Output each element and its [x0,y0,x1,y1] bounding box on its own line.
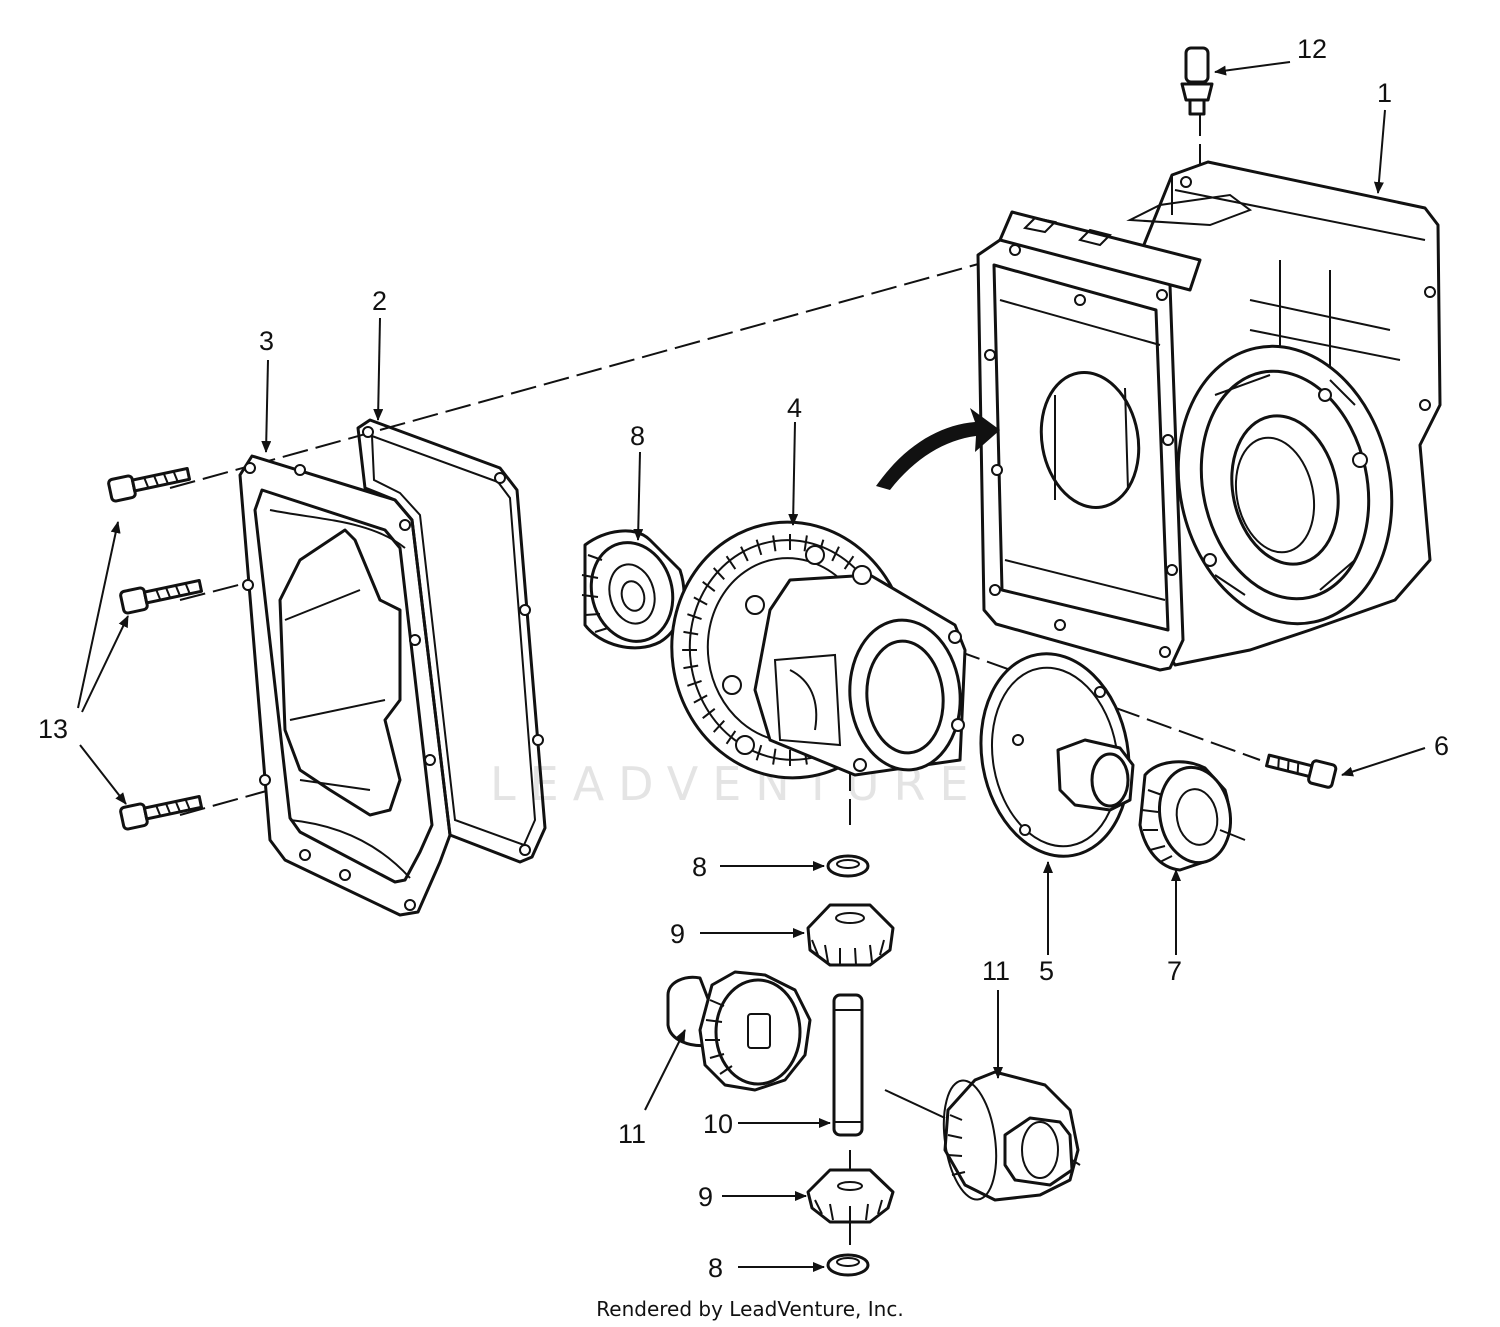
gear-tooth [755,744,763,761]
gear-tooth [843,555,855,570]
gear-tooth [683,664,699,670]
cover-plate [238,454,452,917]
gear-tooth [687,613,702,621]
bearing-right [1138,760,1246,872]
gear-tooth [702,707,716,719]
callout-2: 2 [372,286,387,316]
callout-11-right: 11 [982,956,1010,986]
render-credit: Rendered by LeadVenture, Inc. [596,1297,903,1321]
bolt-bottom [119,794,203,831]
callout-labels: 1 2 3 4 8 12 6 5 7 8 9 11 11 10 9 8 13 [38,34,1449,1283]
gear-tooth [683,630,699,636]
gear-tooth [740,546,749,562]
pinion-gear-top [806,903,895,967]
pinion-gear-bottom [806,1150,895,1245]
callout-6: 6 [1434,731,1449,761]
gear-tooth [725,555,737,570]
gear-tooth [712,720,725,733]
callout-8-middle: 8 [692,852,707,882]
snap-ring-bottom [826,1253,870,1277]
gear-tooth [712,567,725,580]
bolt-top [107,466,191,503]
snap-ring-middle [826,854,870,878]
vent-plug [1180,46,1214,116]
cross-pin [832,993,864,1137]
gear-tooth [693,694,708,704]
callout-8-top: 8 [630,421,645,451]
differential-cover [979,652,1135,858]
gear-tooth [772,535,777,552]
side-gear-left [666,970,812,1092]
callout-10: 10 [703,1109,733,1139]
bolts [107,466,203,831]
callout-9-top: 9 [670,919,685,949]
gear-tooth [693,596,708,606]
gear-tooth [755,539,763,556]
callout-7: 7 [1167,956,1182,986]
bolt-right [1265,753,1338,789]
gasket [356,418,547,864]
gear-tooth [702,581,716,593]
bearing-left [581,529,686,650]
callout-4: 4 [787,393,802,423]
callout-3: 3 [259,326,274,356]
differential-ring-gear [670,520,967,780]
callout-1: 1 [1377,78,1392,108]
callout-13: 13 [38,714,68,744]
callout-9-bottom: 9 [698,1182,713,1212]
side-gear-right [884,1070,1081,1202]
gear-tooth [772,748,777,765]
gear-tooth [831,546,840,562]
assembly-arrow-icon [876,408,1000,490]
bolt-middle [119,578,203,615]
callout-8-bottom: 8 [708,1253,723,1283]
gear-tooth [725,730,737,745]
gear-tooth [803,535,808,552]
callout-5: 5 [1039,956,1054,986]
gear-tooth [687,679,702,687]
callout-11-left: 11 [618,1119,646,1149]
callout-12: 12 [1297,34,1327,64]
transmission-housing [976,160,1442,672]
leader-lines [77,61,1426,1272]
